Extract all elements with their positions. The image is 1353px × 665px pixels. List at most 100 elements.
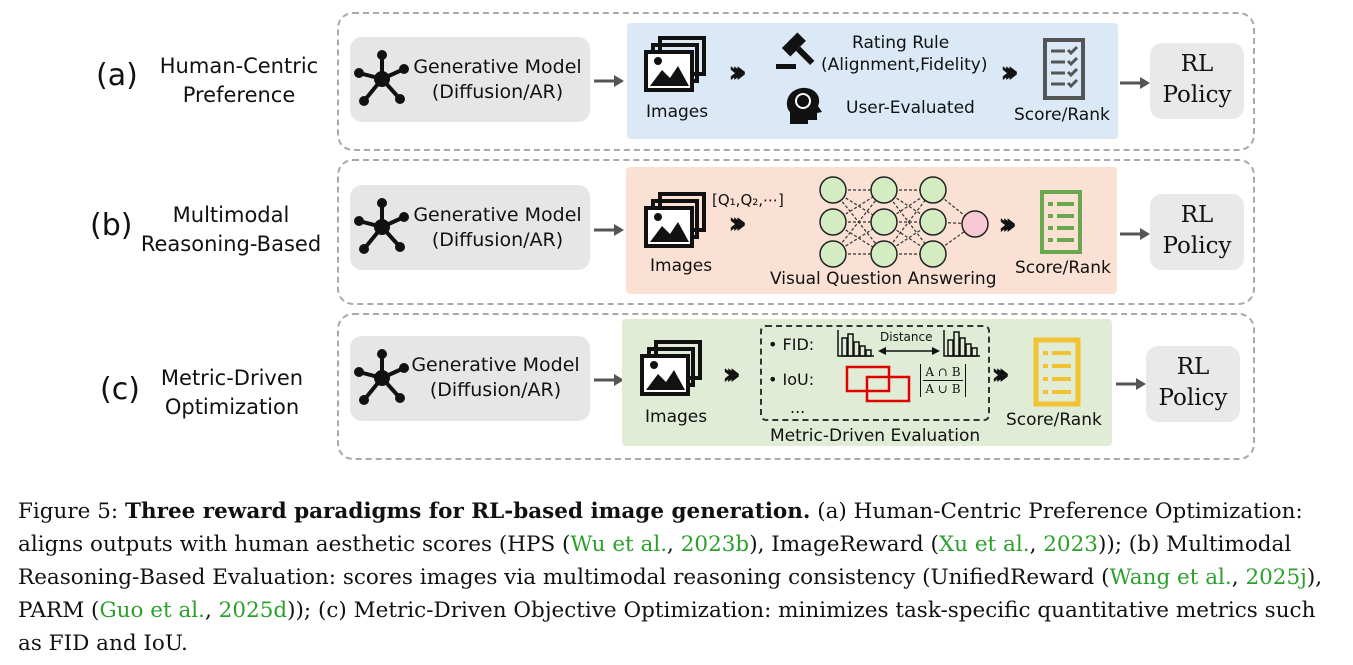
row-c-generative-model	[350, 336, 590, 421]
row-b-title-line1: Multimodal	[172, 203, 290, 227]
chevrons-icon: ›››	[991, 357, 1010, 392]
row-c-rl-policy: RL Policy	[1146, 346, 1240, 422]
caption-text: ,	[204, 598, 219, 623]
citation-link[interactable]: Guo et al.	[99, 598, 205, 623]
row-a-generative-model	[350, 37, 590, 122]
citation-link[interactable]: Wang et al.	[1109, 565, 1232, 590]
row-a-gen-line2: (Diffusion/AR)	[431, 81, 564, 103]
row-c-title: Metric-Driven Optimization	[146, 364, 318, 422]
row-c-distance-label: Distance	[880, 330, 933, 344]
row-a-rl-policy: RL Policy	[1150, 43, 1244, 119]
row-b-generative-model	[350, 185, 590, 270]
citation-link[interactable]: Wu et al.	[570, 532, 668, 557]
histogram-icon	[943, 330, 980, 357]
arrow-icon	[594, 75, 624, 87]
arrow-icon	[594, 374, 624, 386]
network-icon	[354, 50, 409, 106]
panel-row-b	[337, 159, 1255, 305]
row-a-letter: (a)	[96, 58, 138, 93]
images-icon	[640, 340, 702, 396]
network-icon	[354, 198, 409, 254]
caption-text: )); (c) Metric-Driven Objective Optimiza…	[18, 598, 1316, 656]
metric-dashed-box	[760, 325, 990, 421]
row-b-title-line2: Reasoning-Based	[140, 232, 322, 256]
row-a-title: Human-Centric Preference	[148, 52, 330, 110]
row-b-gen-line1: Generative Model	[413, 204, 582, 226]
row-b-rl-line1: RL	[1180, 202, 1214, 228]
row-c-images-label: Images	[645, 407, 708, 427]
row-c-score-label: Score/Rank	[1006, 410, 1102, 430]
citation-link[interactable]: 2023	[1043, 532, 1098, 557]
row-b-rl-line2: Policy	[1162, 233, 1232, 259]
row-b-gen-text: Generative Model (Diffusion/AR)	[405, 203, 590, 253]
caption-text: )); (b) Multimodal Reasoning-Based Evalu…	[18, 532, 1292, 590]
row-b-gen-line2: (Diffusion/AR)	[431, 229, 564, 251]
row-a-rating-rule: Rating Rule	[852, 33, 950, 53]
chevrons-icon: ›››	[728, 206, 747, 241]
row-a-gen-line1: Generative Model	[413, 56, 582, 78]
row-c-iou-label: • IoU:	[768, 370, 815, 389]
images-icon	[644, 36, 706, 92]
checklist-icon	[1040, 190, 1082, 254]
chevrons-icon: ›››	[1000, 55, 1019, 90]
row-a-rl-line2: Policy	[1162, 82, 1232, 108]
row-b-title: Multimodal Reasoning-Based	[134, 201, 328, 259]
row-b-score-label: Score/Rank	[1015, 258, 1111, 278]
iou-numerator: A ∩ B	[925, 365, 961, 379]
row-a-user-evaluated: User-Evaluated	[846, 98, 975, 118]
caption-text: ,	[1029, 532, 1044, 557]
arrow-icon	[594, 224, 624, 236]
row-a-rating-criteria: (Alignment,Fidelity)	[821, 55, 988, 75]
network-icon	[354, 349, 409, 405]
row-c-gen-text: Generative Model (Diffusion/AR)	[403, 353, 588, 403]
row-c-rl-line1: RL	[1176, 354, 1210, 380]
brain-head-icon	[786, 87, 822, 124]
row-b-question-label: [Q₁,Q₂,⋯]	[712, 191, 784, 209]
checklist-icon	[1043, 38, 1085, 100]
row-b-letter: (b)	[90, 208, 133, 243]
row-a-score-label: Score/Rank	[1014, 105, 1110, 125]
row-a-title-line2: Preference	[182, 83, 296, 107]
citation-link[interactable]: 2025d	[218, 598, 288, 623]
row-c-ellipsis: ...	[790, 398, 806, 417]
panel-row-a	[337, 12, 1255, 151]
row-c-title-line1: Metric-Driven	[160, 366, 304, 390]
caption-text: (a) Human-Centric Preference Optimizatio…	[18, 499, 1303, 557]
caption-text: ,	[1231, 565, 1246, 590]
row-c-metric-label: Metric-Driven Evaluation	[770, 426, 981, 446]
row-b-vqa-label: Visual Question Answering	[770, 269, 997, 289]
citation-link[interactable]: Xu et al.	[938, 532, 1030, 557]
bbox-overlap-icon	[845, 365, 911, 403]
neural-network-icon	[819, 176, 989, 268]
chevrons-icon: ›››	[998, 207, 1017, 242]
chevrons-icon: ›››	[722, 357, 741, 392]
row-c-rl-line2: Policy	[1158, 385, 1228, 411]
row-a-images-label: Images	[646, 102, 709, 122]
iou-fraction: A ∩ B A ∪ B	[920, 364, 966, 397]
row-c-fid-label: • FID:	[768, 335, 815, 354]
row-c-letter: (c)	[100, 372, 140, 407]
arrow-icon	[1120, 77, 1150, 89]
iou-denominator: A ∪ B	[925, 382, 961, 396]
citation-link[interactable]: 2023b	[680, 532, 750, 557]
histogram-icon	[837, 330, 874, 357]
row-b-rl-policy: RL Policy	[1150, 194, 1244, 270]
double-arrow-icon	[878, 347, 940, 355]
row-c-gen-line1: Generative Model	[411, 354, 580, 376]
gavel-icon	[776, 32, 815, 69]
citation-link[interactable]: 2025j	[1245, 565, 1307, 590]
row-a-title-line1: Human-Centric	[159, 54, 319, 78]
iou-fraction-bar	[923, 380, 963, 381]
caption-text: ), PARM (	[18, 565, 1323, 623]
figure-caption: Figure 5: Three reward paradigms for RL-…	[18, 495, 1336, 660]
caption-text: ,	[667, 532, 681, 557]
row-a-evaluation-region	[627, 23, 1118, 139]
arrow-icon	[1116, 378, 1146, 390]
caption-bold-title: Three reward paradigms for RL-based imag…	[125, 499, 811, 524]
row-a-rl-line1: RL	[1180, 51, 1214, 77]
row-c-gen-line2: (Diffusion/AR)	[429, 379, 562, 401]
caption-text: ), ImageReward (	[749, 532, 939, 557]
row-a-gen-text: Generative Model (Diffusion/AR)	[405, 55, 590, 105]
chevrons-icon: ›››	[728, 55, 747, 90]
checklist-icon	[1033, 337, 1081, 407]
